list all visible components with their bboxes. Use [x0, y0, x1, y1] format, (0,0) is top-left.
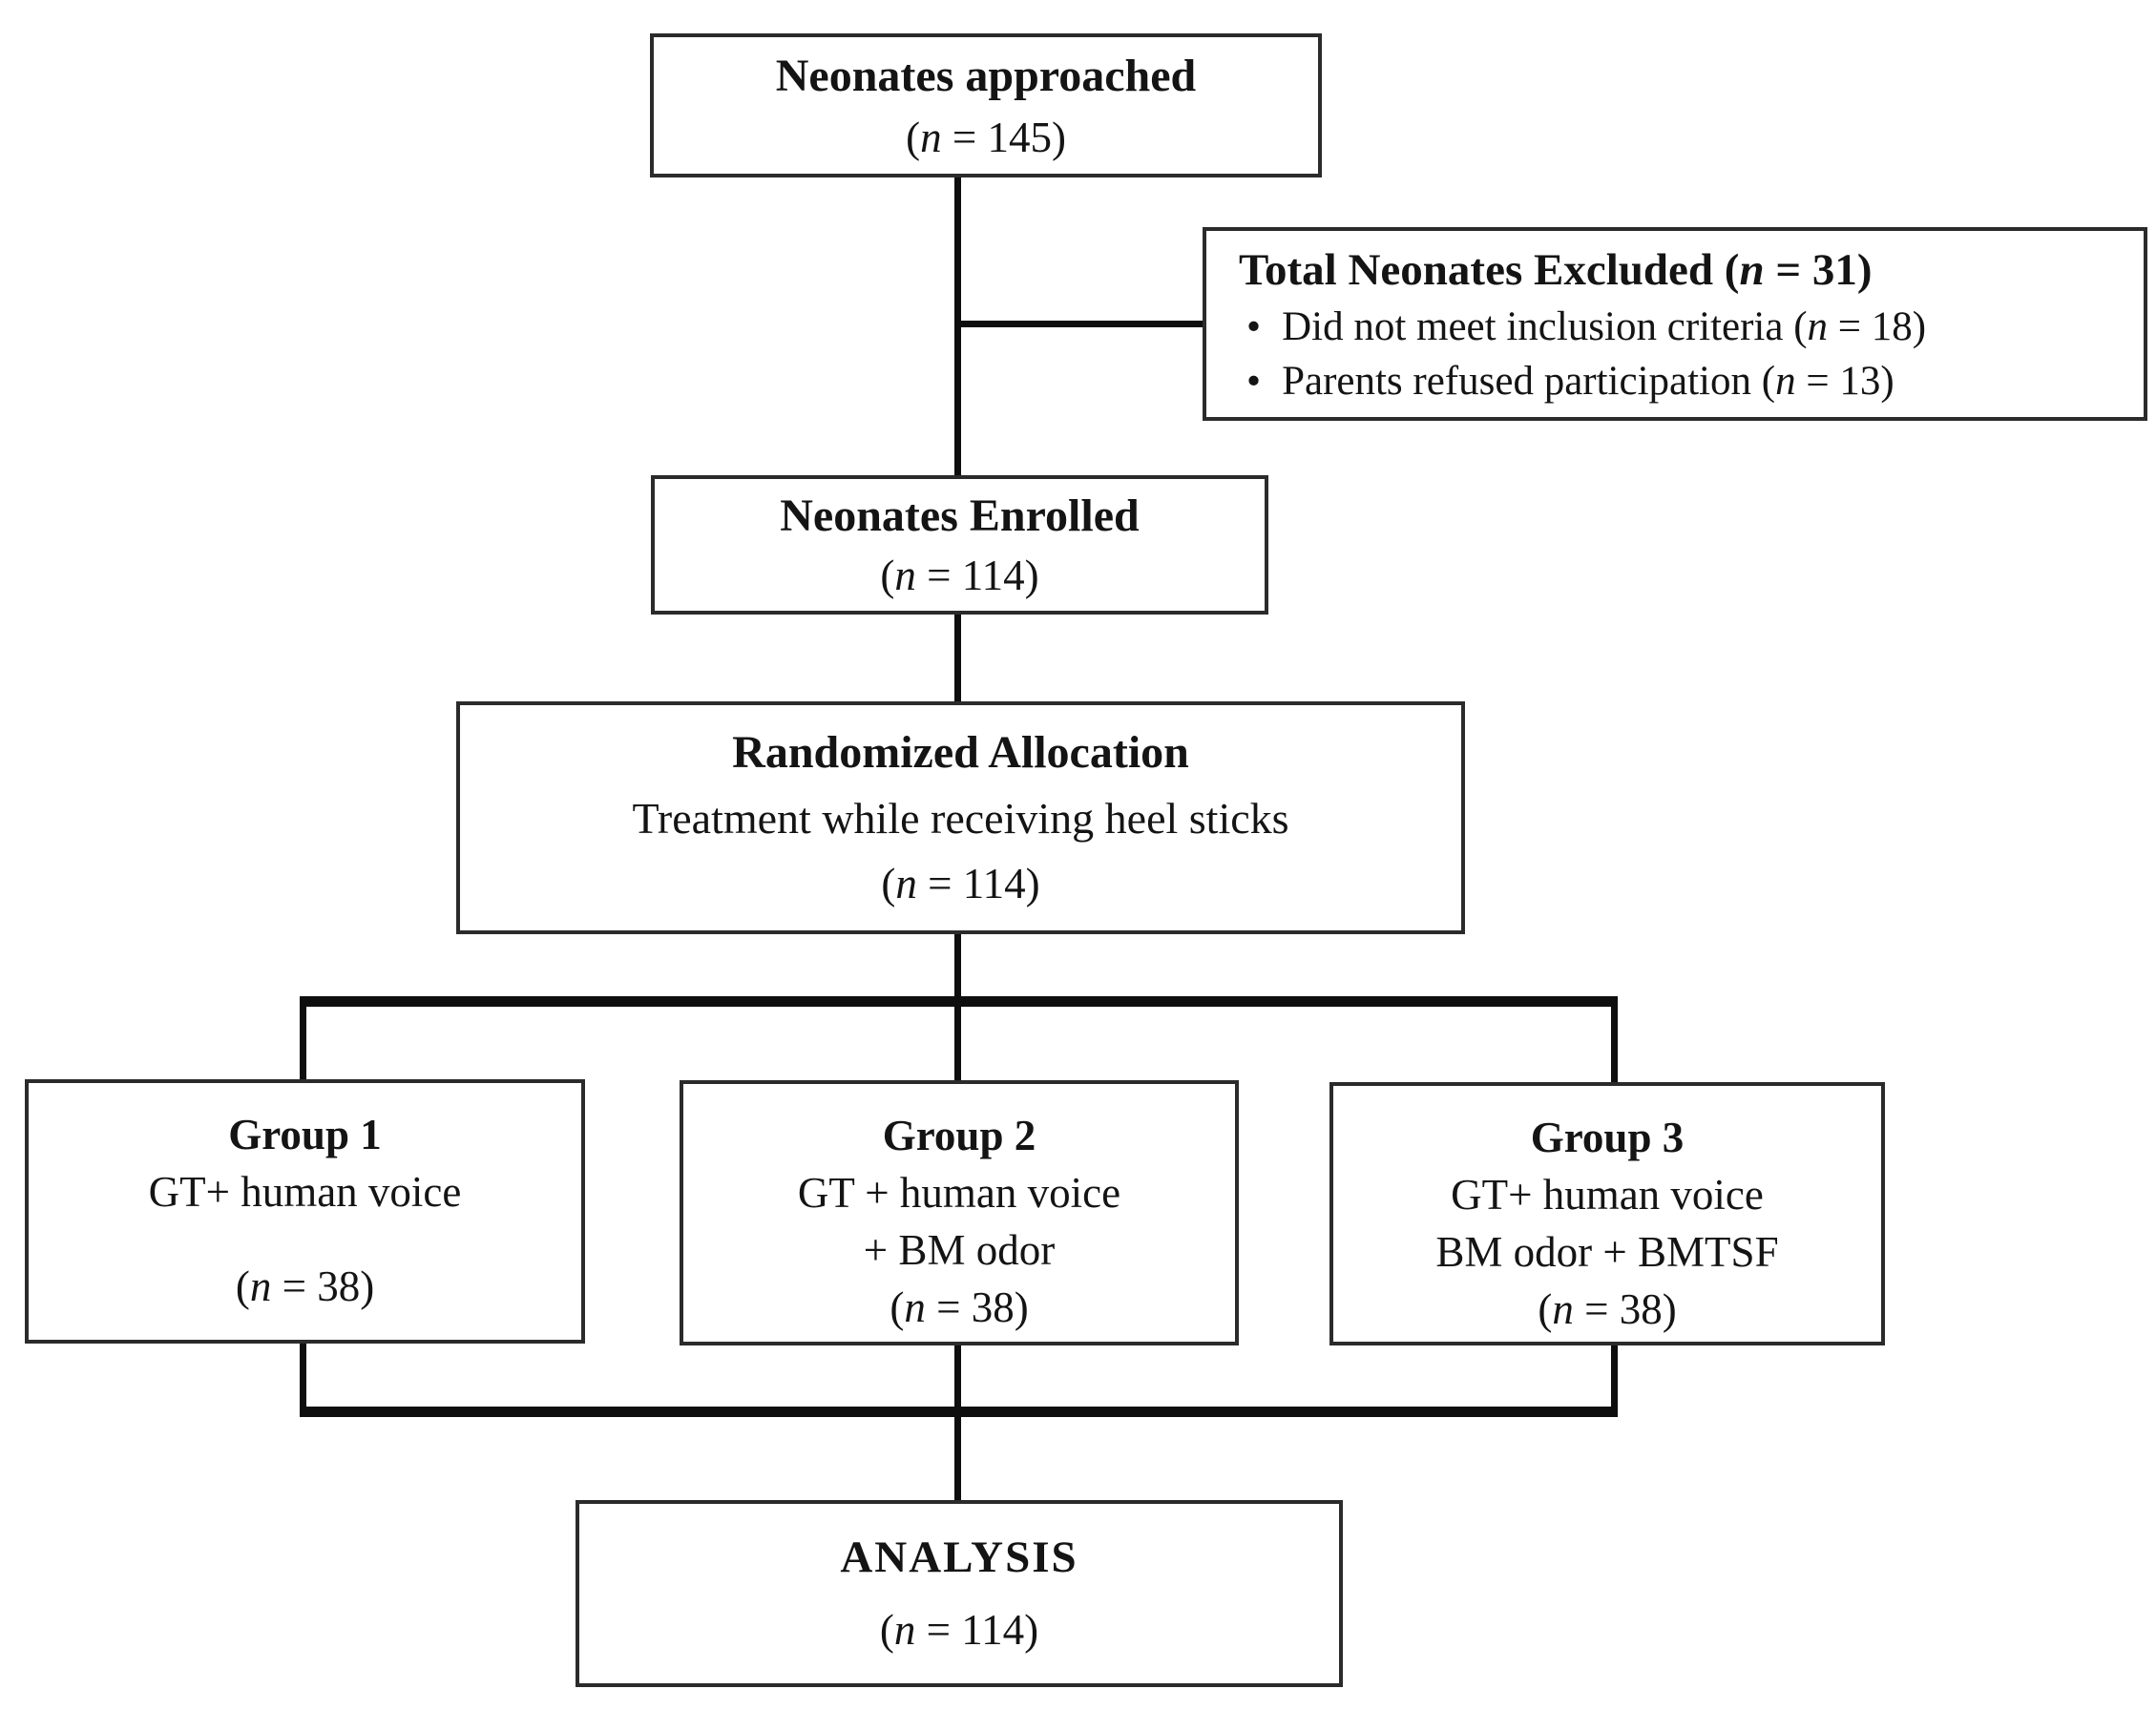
node-title: Group 2 [882, 1112, 1036, 1159]
node-title: Randomized Allocation [732, 727, 1189, 778]
node-title: Group 3 [1530, 1114, 1685, 1161]
sample-size: (n = 114) [881, 860, 1040, 907]
node-subtitle: Treatment while receiving heel sticks [632, 794, 1289, 843]
treatment-description: BM odor + BMTSF [1435, 1228, 1779, 1276]
connector-enrolled-to-randomized [954, 615, 961, 701]
node-title: Neonates Enrolled [780, 490, 1140, 541]
connector-split-to-group2 [954, 1001, 961, 1080]
exclusion-reason-row: • Did not meet inclusion criteria (n = 1… [1239, 300, 1926, 354]
node-group-2: Group 2 GT + human voice + BM odor (n = … [680, 1080, 1239, 1345]
sample-size: (n = 145) [906, 113, 1066, 161]
node-title: Total Neonates Excluded (n = 31) [1239, 244, 1873, 295]
bullet-icon: • [1246, 358, 1262, 404]
connector-group3-to-merge [1611, 1345, 1618, 1412]
sample-size: (n = 114) [879, 1605, 1039, 1654]
treatment-description: + BM odor [863, 1226, 1056, 1274]
exclusion-reason: Parents refused participation (n = 13) [1282, 358, 1894, 404]
sample-size: (n = 38) [1538, 1285, 1677, 1333]
connector-merge-bar [300, 1407, 1618, 1417]
node-neonates-excluded: Total Neonates Excluded (n = 31) • Did n… [1203, 227, 2147, 421]
bullet-icon: • [1246, 303, 1262, 349]
node-title: ANALYSIS [840, 1533, 1078, 1583]
connector-branch-to-excluded [957, 321, 1203, 327]
node-title: Group 1 [228, 1111, 382, 1158]
node-randomized-allocation: Randomized Allocation Treatment while re… [456, 701, 1465, 934]
sample-size: (n = 38) [890, 1283, 1029, 1331]
node-group-3: Group 3 GT+ human voice BM odor + BMTSF … [1329, 1082, 1885, 1345]
treatment-description: GT + human voice [797, 1169, 1121, 1217]
sample-size: (n = 38) [235, 1262, 375, 1310]
node-neonates-approached: Neonates approached (n = 145) [650, 33, 1322, 177]
connector-group2-to-merge [954, 1345, 961, 1412]
treatment-description: GT+ human voice [148, 1168, 462, 1216]
connector-merge-to-analysis [954, 1415, 961, 1500]
node-group-1: Group 1 GT+ human voice (n = 38) [25, 1079, 585, 1344]
connector-randomized-to-split [954, 934, 961, 1001]
exclusion-reason: Did not meet inclusion criteria (n = 18) [1282, 303, 1927, 349]
node-title: Neonates approached [775, 50, 1197, 101]
node-analysis: ANALYSIS (n = 114) [576, 1500, 1343, 1687]
node-neonates-enrolled: Neonates Enrolled (n = 114) [651, 475, 1268, 615]
sample-size: (n = 114) [880, 552, 1039, 599]
treatment-description: GT+ human voice [1451, 1171, 1764, 1219]
exclusion-reason-row: • Parents refused participation (n = 13) [1239, 354, 1894, 408]
connector-split-to-group3 [1611, 1001, 1618, 1082]
connector-group1-to-merge [300, 1344, 306, 1412]
connector-split-to-group1 [300, 1001, 306, 1079]
